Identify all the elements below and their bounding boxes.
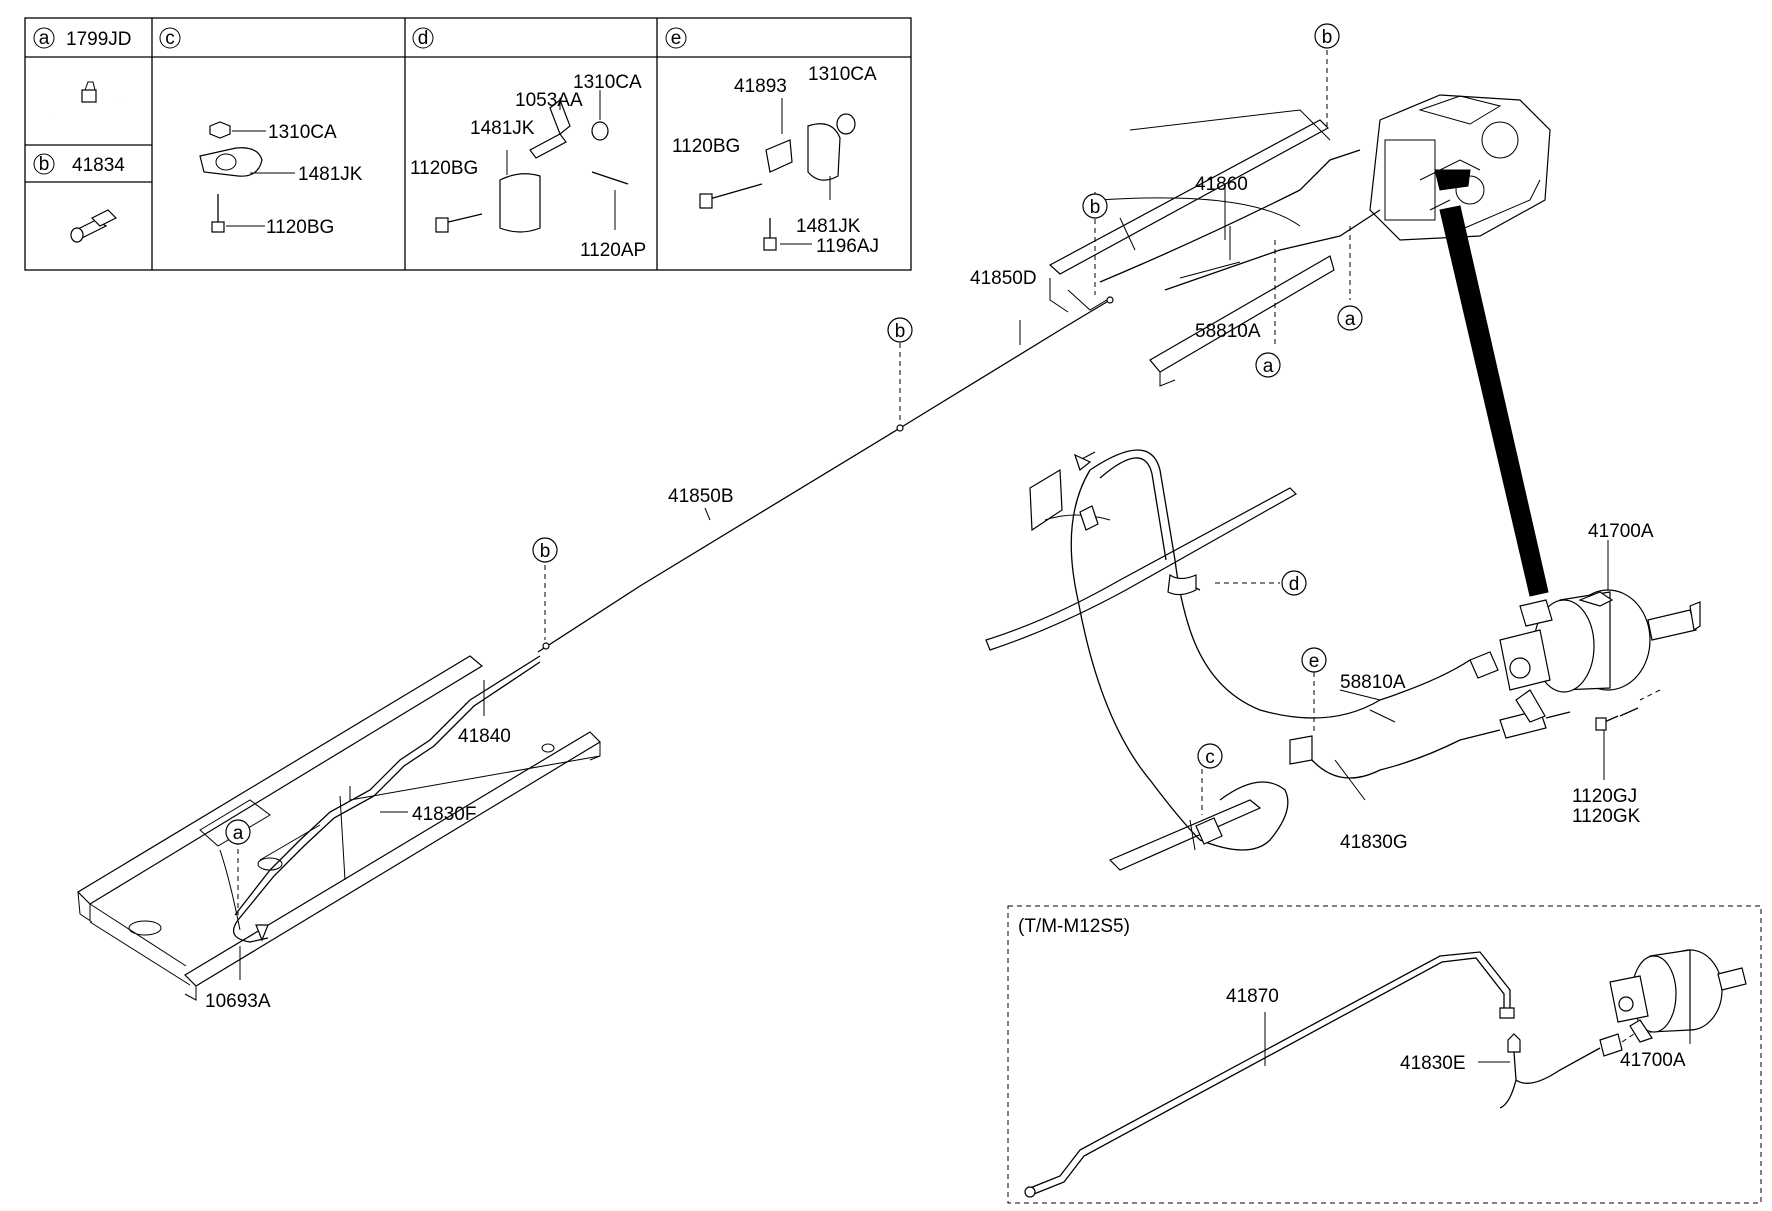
label-41830f: 41830F — [412, 804, 476, 825]
clamp-assembly-c — [199, 121, 295, 233]
legend-letter-c: c — [165, 28, 175, 49]
long-pipe-run — [537, 50, 1351, 653]
callout-b-upper — [1082, 193, 1108, 219]
clamp-assembly-d — [435, 90, 629, 233]
union-fitting-drawing — [70, 209, 118, 243]
label-10693a: 10693A — [205, 991, 271, 1012]
label-1120gk: 1120GK — [1572, 806, 1641, 827]
legend-letter-b: b — [39, 154, 50, 175]
svg-text:a: a — [1263, 356, 1274, 377]
legend-letter-d: d — [418, 28, 429, 49]
label-41700a-variant: 41700A — [1620, 1050, 1686, 1071]
legend-table: a 1799JD b 41834 c — [24, 17, 912, 271]
legend-part-41834: 41834 — [72, 155, 125, 176]
label-1120bg-d: 1120BG — [410, 158, 478, 179]
label-1310ca-c: 1310CA — [268, 122, 337, 143]
label-1053aa-d: 1053AA — [515, 90, 583, 111]
legend-callout-b — [33, 153, 55, 175]
callout-b-middle — [887, 317, 913, 343]
label-1196aj-e: 1196AJ — [816, 236, 879, 257]
joint-41834-middle — [896, 424, 904, 432]
label-1120bg-c: 1120BG — [266, 217, 334, 238]
legend-part-1799jd: 1799JD — [66, 29, 132, 50]
legend-callout-a — [33, 27, 55, 49]
callout-a-middle — [1255, 352, 1281, 378]
part-labels: 41860 41850D 58810A 41850B 41840 41830F … — [205, 174, 1654, 1012]
transmission-icon — [1369, 94, 1551, 241]
label-41830e: 41830E — [1400, 1053, 1466, 1074]
svg-text:b: b — [895, 321, 906, 342]
label-1481jk-e: 1481JK — [796, 216, 861, 237]
svg-text:c: c — [1205, 747, 1215, 768]
clutch-actuator-icon — [1499, 540, 1701, 780]
callout-e — [1301, 647, 1327, 673]
callout-a-top — [1337, 305, 1363, 331]
label-58810a-top: 58810A — [1195, 321, 1261, 342]
label-1120bg-e: 1120BG — [672, 136, 740, 157]
label-41870: 41870 — [1226, 986, 1279, 1007]
label-41860: 41860 — [1195, 174, 1248, 195]
svg-text:a: a — [1345, 309, 1356, 330]
cable-tie-drawing — [54, 81, 121, 118]
clutch-pipe-assembly — [985, 449, 1571, 871]
svg-text:d: d — [1289, 574, 1300, 595]
joint-41834-upper — [1106, 296, 1114, 304]
label-1310ca-e: 1310CA — [808, 64, 877, 85]
transmission-frame — [1048, 94, 1551, 597]
svg-text:b: b — [1090, 197, 1101, 218]
variant-actuator-icon — [1609, 949, 1747, 1044]
label-41893-e: 41893 — [734, 76, 787, 97]
variant-title: (T/M-M12S5) — [1018, 916, 1130, 937]
callout-b-top — [1314, 23, 1340, 49]
joint-41834-lower — [542, 642, 550, 650]
legend-letter-a: a — [39, 28, 50, 49]
label-41840: 41840 — [458, 726, 511, 747]
label-41830g: 41830G — [1340, 832, 1408, 853]
legend-letter-e: e — [671, 28, 682, 49]
label-41850b: 41850B — [668, 486, 734, 507]
callout-c — [1197, 743, 1223, 769]
svg-text:e: e — [1309, 651, 1320, 672]
callout-d — [1281, 570, 1307, 596]
svg-text:b: b — [540, 541, 551, 562]
label-1481jk-d: 1481JK — [470, 118, 535, 139]
label-41700a: 41700A — [1588, 521, 1654, 542]
variant-box: (T/M-M12S5) 41870 41830E 41700A — [1007, 905, 1762, 1204]
label-58810a: 58810A — [1340, 672, 1406, 693]
label-41850d: 41850D — [970, 268, 1037, 289]
callouts: b b b b a a a d e c — [225, 23, 1363, 845]
callout-b-lower — [532, 537, 558, 563]
svg-text:b: b — [1322, 27, 1333, 48]
label-1310ca-d: 1310CA — [573, 72, 642, 93]
svg-text:a: a — [233, 823, 244, 844]
label-1120gj: 1120GJ — [1572, 786, 1637, 807]
label-1481jk-c: 1481JK — [298, 164, 363, 185]
clamp-assembly-e — [699, 98, 856, 251]
callout-a-lower — [225, 819, 251, 845]
label-1120ap-d: 1120AP — [580, 240, 646, 261]
lower-left-frame — [77, 655, 601, 1001]
